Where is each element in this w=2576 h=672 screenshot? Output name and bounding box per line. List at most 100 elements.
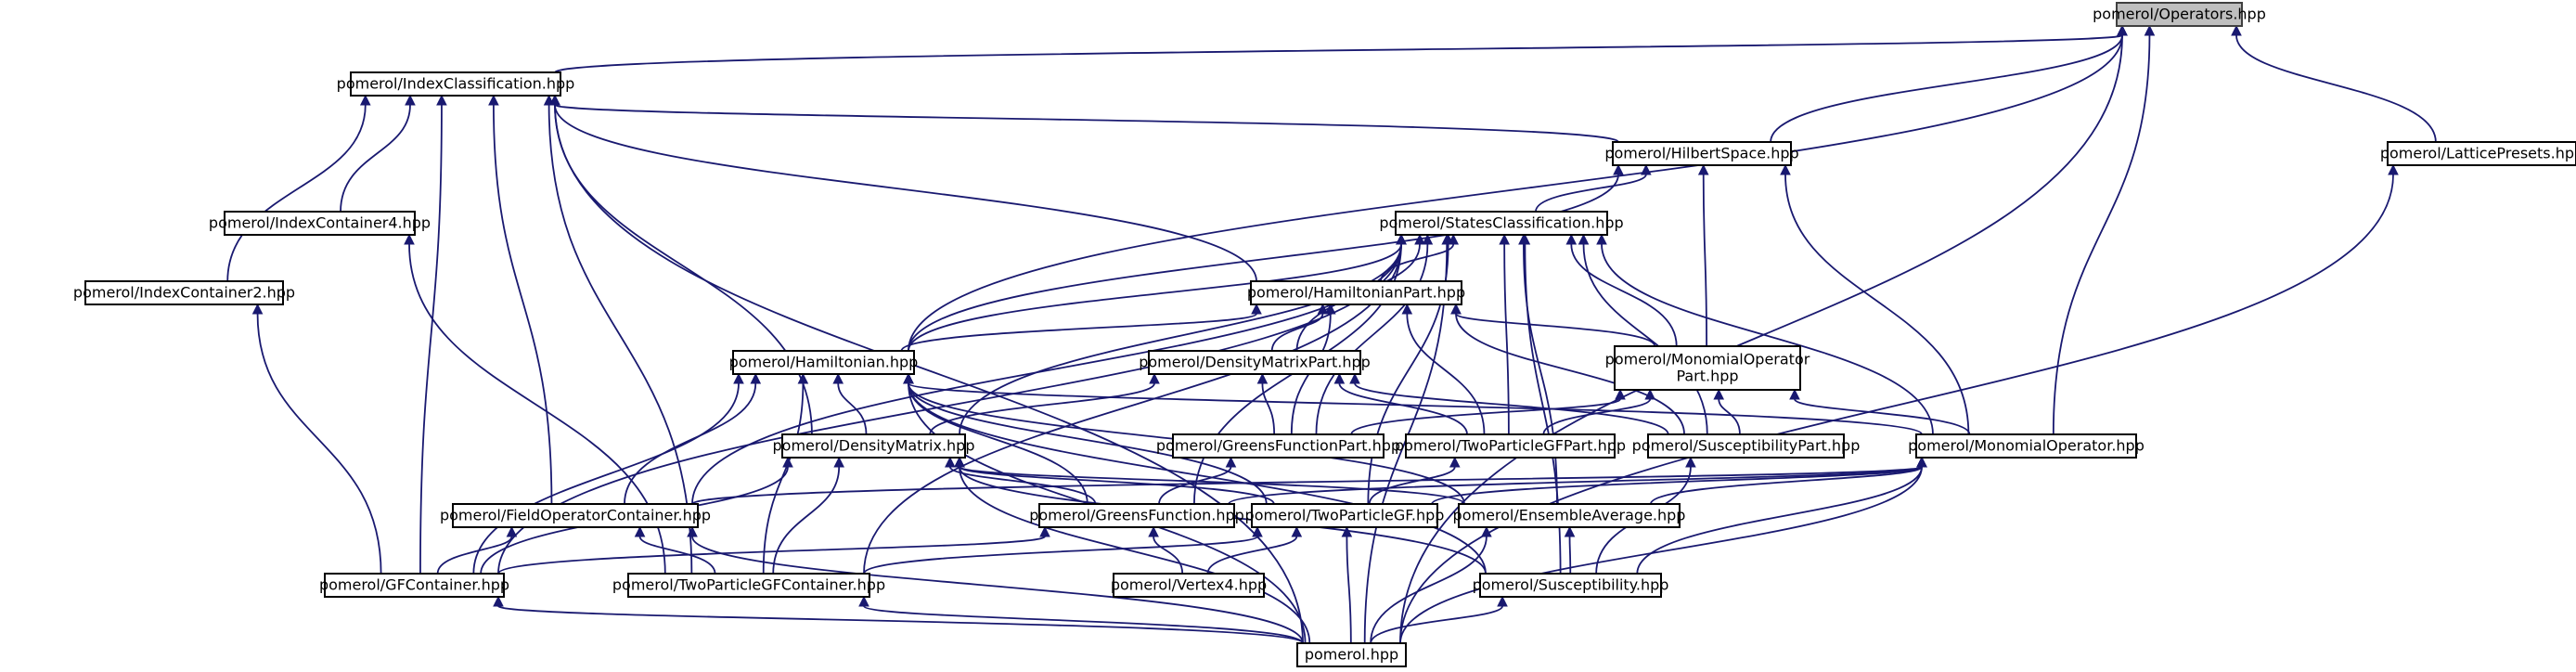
arrowhead-icon: [1225, 456, 1237, 468]
node-box: [1915, 433, 2137, 459]
node-operators[interactable]: pomerol/Operators.hpp: [2093, 2, 2266, 27]
node-box: [732, 350, 915, 375]
arrowhead-icon: [1401, 303, 1413, 315]
node-pomerol[interactable]: pomerol.hpp: [1296, 642, 1407, 667]
arrowhead-icon: [1685, 456, 1696, 468]
node-densitymatrixpart[interactable]: pomerol/DensityMatrixPart.hpp: [1139, 350, 1371, 375]
node-monomialoperator[interactable]: pomerol/MonomialOperator.hpp: [1908, 433, 2145, 459]
node-hilbertspace[interactable]: pomerol/HilbertSpace.hpp: [1604, 141, 1799, 166]
edge-gfcontainer-to-fieldoperatorcontainer: [436, 525, 518, 575]
arrowhead-icon: [858, 595, 869, 607]
arrowhead-icon: [493, 595, 504, 607]
edge-line: [554, 104, 1257, 282]
node-box: [1038, 503, 1235, 528]
node-twoparticlegfcontainer[interactable]: pomerol/TwoParticleGFContainer.hpp: [612, 573, 885, 598]
dependency-edges: [226, 24, 2437, 644]
edge-line: [1368, 466, 1456, 505]
edge-line: [772, 466, 841, 575]
edge-line: [497, 536, 1046, 575]
edge-pomerol-to-gfcontainer: [493, 595, 1304, 644]
edge-line: [1718, 398, 1741, 435]
node-twoparticlegfpart[interactable]: pomerol/TwoParticleGFPart.hpp: [1395, 433, 1626, 459]
edge-line: [1570, 243, 1678, 347]
node-box: [224, 211, 416, 236]
edge-line: [762, 382, 805, 575]
arrowhead-icon: [1450, 303, 1462, 315]
edge-line: [1784, 174, 1970, 435]
node-gfcontainer[interactable]: pomerol/GFContainer.hpp: [319, 573, 509, 598]
node-box: [1251, 503, 1438, 528]
node-densitymatrix[interactable]: pomerol/DensityMatrix.hpp: [773, 433, 975, 459]
edge-hilbertspace-to-indexclassification: [549, 94, 1619, 143]
file-nodes: pomerol/Operators.hpp pomerol/IndexClassi…: [73, 2, 2576, 667]
edge-statesclassification-to-hilbertspace: [1535, 163, 1652, 213]
arrowhead-icon: [1497, 595, 1508, 607]
node-indexcontainer2[interactable]: pomerol/IndexContainer2.hpp: [73, 280, 295, 305]
edge-line: [1315, 243, 1429, 435]
node-susceptibility[interactable]: pomerol/Susceptibility.hpp: [1473, 573, 1669, 598]
arrowhead-icon: [1481, 525, 1492, 537]
edge-line: [624, 382, 757, 505]
node-fieldoperatorcontainer[interactable]: pomerol/FieldOperatorContainer.hpp: [440, 503, 711, 528]
edge-hamiltonian-to-hamiltonianpart: [900, 303, 1262, 352]
edge-line: [929, 382, 1155, 435]
arrowhead-icon: [945, 456, 956, 468]
edge-line: [1770, 34, 2123, 143]
arrowhead-icon: [1341, 525, 1353, 537]
arrowhead-icon: [1713, 388, 1725, 400]
node-hamiltonianpart[interactable]: pomerol/HamiltonianPart.hpp: [1247, 280, 1465, 305]
edge-line: [472, 382, 740, 575]
edge-line: [436, 536, 513, 575]
edge-twoparticlegfcontainer-to-hamiltonian: [762, 372, 809, 575]
edge-greensfunctionpart-to-statesclassification: [1315, 233, 1434, 435]
node-hamiltonian[interactable]: pomerol/Hamiltonian.hpp: [729, 350, 919, 375]
node-label: pomerol/LatticePresets.hpp: [2380, 145, 2576, 162]
edge-line: [1794, 398, 1971, 435]
node-greensfunctionpart[interactable]: pomerol/GreensFunctionPart.hpp: [1156, 433, 1400, 459]
node-statesclassification[interactable]: pomerol/StatesClassification.hpp: [1379, 211, 1624, 236]
node-susceptibilitypart[interactable]: pomerol/SusceptibilityPart.hpp: [1632, 433, 1861, 459]
edge-vertex4-to-greensfunction: [1148, 525, 1184, 575]
arrowhead-icon: [1615, 388, 1626, 400]
edge-monomialoperator-to-monomialoperatorpart: [1789, 388, 1971, 435]
edge-pomerol-to-susceptibility: [1370, 595, 1508, 644]
node-twoparticlegf[interactable]: pomerol/TwoParticleGF.hpp: [1245, 503, 1445, 528]
arrowhead-icon: [1291, 525, 1303, 537]
arrowhead-icon: [436, 94, 447, 106]
node-label: Part.hpp: [1676, 368, 1738, 385]
node-label: pomerol/DensityMatrix.hpp: [773, 437, 975, 455]
edge-monomialoperator-to-hilbertspace: [1780, 163, 1970, 435]
arrowhead-icon: [1780, 163, 1791, 175]
edge-line: [1158, 466, 1232, 505]
edge-line: [959, 243, 1402, 435]
node-indexcontainer4[interactable]: pomerol/IndexContainer4.hpp: [209, 211, 431, 236]
edge-line: [1380, 243, 1455, 282]
arrowhead-icon: [251, 303, 264, 315]
node-box: [1172, 433, 1385, 459]
node-box: [1296, 642, 1407, 667]
node-ensembleaverage[interactable]: pomerol/EnsembleAverage.hpp: [1453, 503, 1686, 528]
arrowhead-icon: [1148, 525, 1159, 537]
arrowhead-icon: [1414, 233, 1425, 245]
edge-twoparticlegfcontainer-to-densitymatrix: [772, 456, 844, 575]
node-box: [627, 573, 870, 598]
node-indexclassification[interactable]: pomerol/IndexClassification.hpp: [337, 71, 575, 97]
node-greensfunction[interactable]: pomerol/GreensFunction.hpp: [1029, 503, 1244, 528]
node-label: pomerol/IndexClassification.hpp: [337, 75, 575, 93]
node-latticepresets[interactable]: pomerol/LatticePresets.hpp: [2380, 141, 2576, 166]
edge-line: [1431, 466, 1923, 505]
node-label: pomerol/MonomialOperator: [1605, 351, 1810, 368]
edge-fieldoperatorcontainer-to-indexclassification: [488, 94, 553, 505]
node-label: pomerol/HilbertSpace.hpp: [1604, 145, 1798, 162]
edge-line: [1535, 174, 1647, 213]
node-box: [1405, 433, 1616, 459]
node-vertex4[interactable]: pomerol/Vertex4.hpp: [1111, 573, 1267, 598]
arrowhead-icon: [1578, 233, 1590, 245]
edge-line: [1270, 313, 1324, 352]
edge-line: [554, 34, 2123, 73]
arrowhead-icon: [359, 94, 371, 106]
arrowhead-icon: [832, 372, 844, 384]
edge-pomerol-to-densitymatrix: [954, 456, 1311, 644]
edge-line: [1228, 466, 1923, 505]
